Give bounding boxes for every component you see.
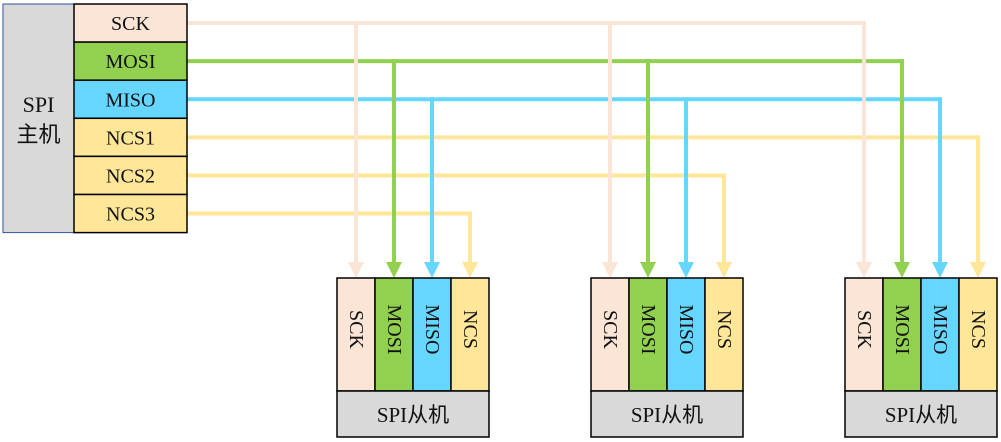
master-pin-miso [73,79,188,120]
slave-1-pin-label-ncs: NCS [459,310,481,349]
slave-2-label: SPI从机 [631,403,703,427]
slave-3-pin-label-miso: MISO [929,304,951,354]
master-pin-label-ncs1: NCS1 [106,127,155,149]
slave-2-pin-ncs [704,277,744,392]
wires [187,21,986,278]
master-label-line2: 主机 [16,122,60,147]
master-pin-label-miso: MISO [105,89,155,111]
master-body [2,3,75,234]
slave-2-pin-label-mosi: MOSI [637,304,659,354]
slave-3-pin-label-sck: SCK [853,310,875,349]
slave-2-pin-label-ncs: NCS [713,310,735,349]
slave-3-body [844,390,998,438]
master-pin-ncs2 [73,155,188,196]
slave-1-pin-label-sck: SCK [345,310,367,349]
master-pin-ncs1 [73,117,188,158]
master-label-line1: SPI [23,92,55,117]
master-pin-label-mosi: MOSI [105,51,155,73]
slave-1-label: SPI从机 [377,403,449,427]
slave-2-pin-label-miso: MISO [675,304,697,354]
master-pin-mosi [73,41,188,81]
master-pin-label-ncs3: NCS3 [106,204,155,226]
slave-2-pin-label-sck: SCK [599,310,621,349]
spi-slave-1: SCK MOSI MISO NCS SPI从机 [336,277,490,438]
spi-slave-2: SCK MOSI MISO NCS SPI从机 [590,277,744,438]
slave-3-label: SPI从机 [885,403,957,427]
slave-3-pin-mosi [882,277,922,392]
slave-1-pin-label-miso: MISO [421,304,443,354]
slave-3-pin-sck [844,277,884,392]
slave-2-body [590,390,744,438]
slave-2-pin-mosi [628,277,668,392]
master-pin-label-ncs2: NCS2 [106,165,155,187]
slave-1-pin-label-mosi: MOSI [383,304,405,354]
slave-3-pin-label-ncs: NCS [967,310,989,349]
slave-1-body [336,390,490,438]
master-pin-ncs3 [73,193,188,234]
master-pin-label-sck: SCK [111,13,150,35]
slave-1-pin-ncs [450,277,490,392]
slave-2-pin-sck [590,277,630,392]
slave-3-pin-miso [920,277,960,392]
slave-3-pin-label-mosi: MOSI [891,304,913,354]
spi-slave-3: SCK MOSI MISO NCS SPI从机 [844,277,998,438]
master-pin-sck [73,3,188,43]
slave-1-pin-mosi [374,277,414,392]
